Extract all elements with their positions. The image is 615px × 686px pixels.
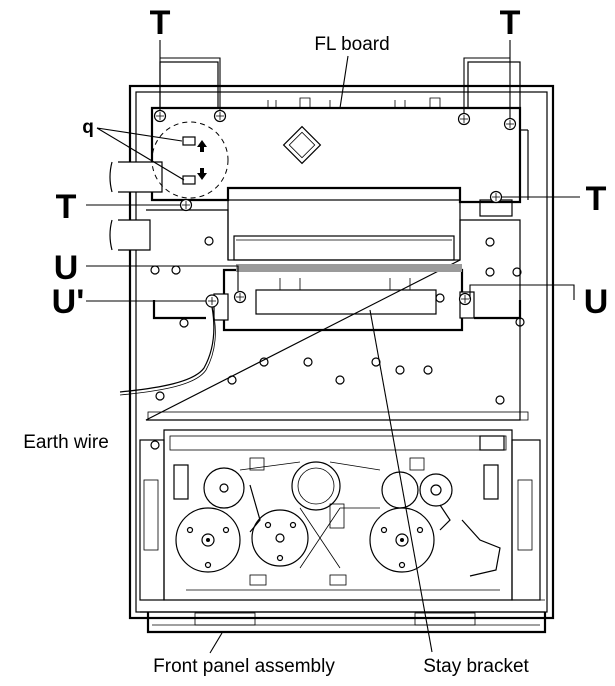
label-t-top-left: T <box>150 4 171 42</box>
screws-u <box>205 290 472 308</box>
label-u-left: U <box>54 249 79 287</box>
cabinet-outline <box>128 84 555 634</box>
flywheel <box>203 461 453 511</box>
fl-board <box>150 61 529 204</box>
leader-lines <box>86 40 580 654</box>
earth-wire <box>119 306 216 396</box>
display-window <box>227 199 513 261</box>
label-u-right: U <box>584 283 609 321</box>
reel-left <box>175 507 241 573</box>
label-u-prime: U' <box>52 283 85 321</box>
cassette-mechanism <box>139 429 541 601</box>
screws-t <box>153 109 517 212</box>
main-chassis <box>145 209 529 421</box>
reel-center <box>251 509 309 567</box>
label-front-panel-assembly: Front panel assembly <box>153 656 335 677</box>
connector-q-detail <box>151 121 229 199</box>
label-t-top-right: T <box>500 4 521 42</box>
reel-right <box>369 507 435 573</box>
label-t-mid-right: T <box>586 180 607 218</box>
ribbon-cable <box>109 161 163 251</box>
label-q: q <box>82 117 94 138</box>
label-fl-board: FL board <box>314 34 389 55</box>
label-t-mid-left: T <box>56 188 77 226</box>
ic-chip <box>282 125 322 165</box>
label-stay-bracket: Stay bracket <box>423 656 529 677</box>
label-earth-wire: Earth wire <box>23 432 109 453</box>
